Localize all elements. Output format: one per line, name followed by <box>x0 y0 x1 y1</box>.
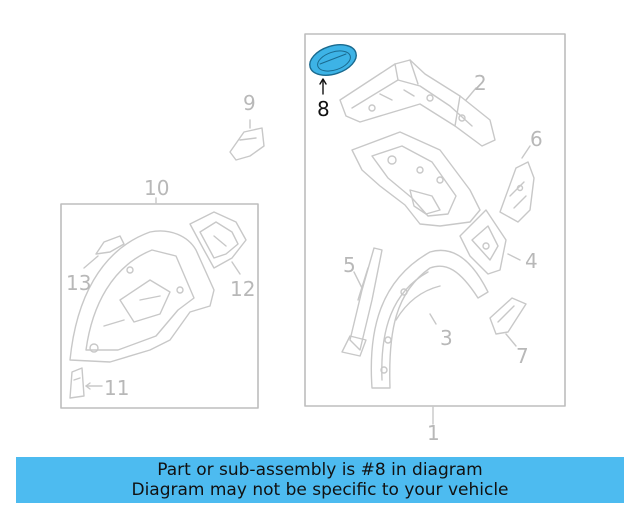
leader-7 <box>505 333 517 347</box>
assembly-1-frame <box>304 33 566 407</box>
banner-line-2: Diagram may not be specific to your vehi… <box>131 480 509 500</box>
callout-8: 8 <box>317 97 330 121</box>
leader-4 <box>507 253 521 261</box>
part-2-rail <box>339 59 496 147</box>
callout-5: 5 <box>343 253 356 277</box>
banner-line-1: Part or sub-assembly is #8 in diagram <box>157 460 483 480</box>
callout-1: 1 <box>427 421 440 445</box>
part-6-bracket <box>499 161 535 223</box>
part-11-piece <box>69 367 85 399</box>
callout-12: 12 <box>230 277 255 301</box>
callout-10: 10 <box>144 176 169 200</box>
part-7-bracket <box>489 297 527 335</box>
part-10-wheelhouse <box>69 230 215 363</box>
leader-8-arrow <box>319 78 327 85</box>
leader-13 <box>83 255 99 269</box>
callout-9: 9 <box>243 91 256 115</box>
part-4-bracket <box>459 209 507 275</box>
leader-5 <box>353 271 363 289</box>
callout-3: 3 <box>440 326 453 350</box>
assembly-10-frame <box>60 203 259 409</box>
info-banner: Part or sub-assembly is #8 in diagram Di… <box>16 457 624 503</box>
callout-6: 6 <box>530 127 543 151</box>
callout-2: 2 <box>474 71 487 95</box>
part-8-cap <box>309 44 357 76</box>
inner-panel <box>351 131 481 227</box>
callout-11: 11 <box>104 376 129 400</box>
leader-6 <box>521 145 531 159</box>
part-9-piece <box>229 127 265 161</box>
callout-13: 13 <box>66 271 91 295</box>
leader-11-arrow <box>85 382 91 390</box>
leader-2 <box>465 87 477 101</box>
part-13-clip <box>95 235 125 255</box>
callout-7: 7 <box>516 344 529 368</box>
leader-3 <box>429 313 437 325</box>
callout-4: 4 <box>525 249 538 273</box>
part-3-wheelhouse <box>370 249 489 389</box>
part-5-pillar <box>341 247 383 357</box>
part-12-panel <box>189 211 247 269</box>
leader-12 <box>231 261 241 275</box>
